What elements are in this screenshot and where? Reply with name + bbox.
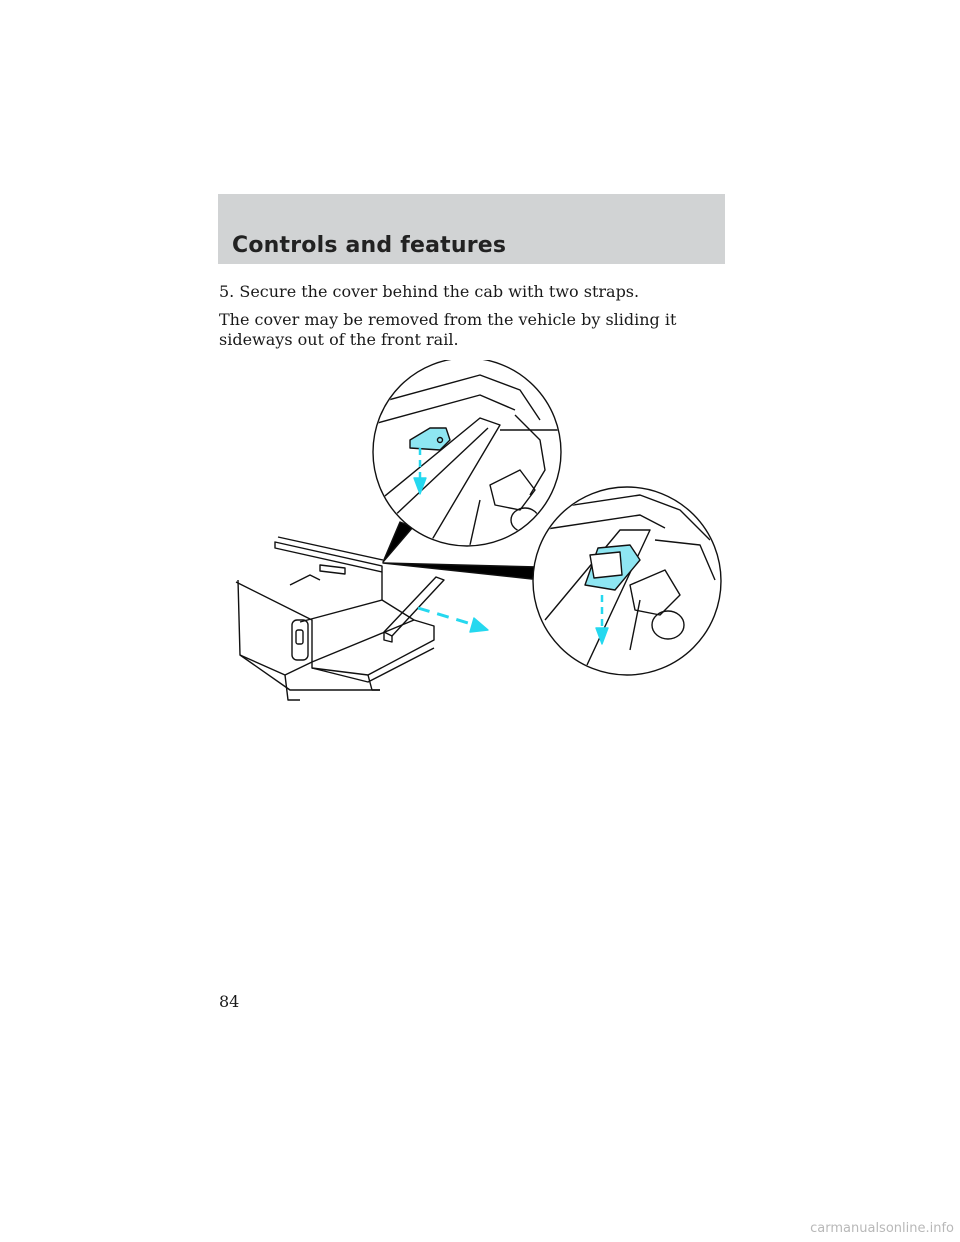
section-title: Controls and features [232,233,507,258]
detail-circle-strap [372,360,562,547]
tailgate [311,619,435,676]
section-header: Controls and features [218,194,725,264]
slide-direction-arrow [417,606,479,628]
step-text: 5. Secure the cover behind the cab with … [219,282,640,301]
instruction-paragraph: The cover may be removed from the vehicl… [219,310,725,350]
detail-circle-clamp [532,486,722,676]
watermark: carmanualsonline.info [810,1221,954,1236]
strap-icon [409,427,451,451]
tonneau-cover-removal-illustration [235,360,722,701]
removed-rail [383,576,445,637]
page-number: 84 [219,992,240,1011]
instruction-step: 5. Secure the cover behind the cab with … [219,282,725,302]
truck-bed-rail [274,541,383,573]
tail-light-icon [291,619,309,661]
paragraph-text: The cover may be removed from the vehicl… [219,310,677,349]
